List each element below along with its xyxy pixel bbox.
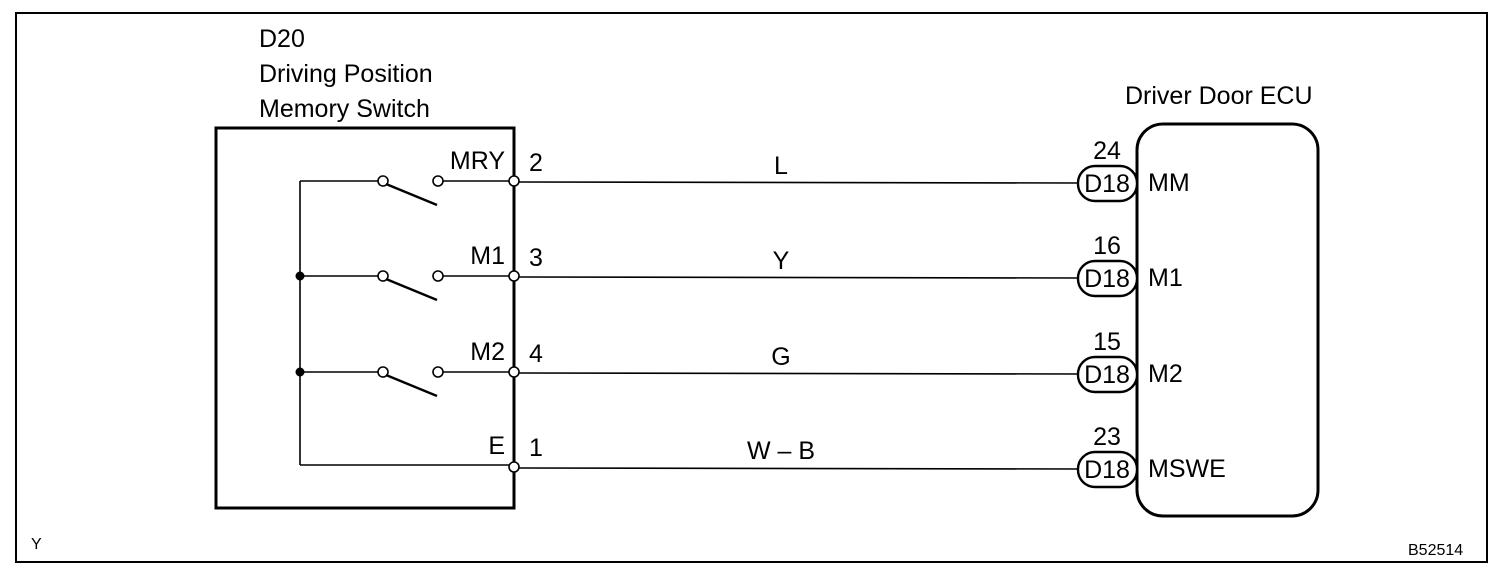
footer-left-label: Y bbox=[31, 536, 42, 553]
switch-name-line2: Memory Switch bbox=[259, 95, 430, 123]
junction-dot-m1 bbox=[295, 271, 305, 281]
ecu-pin-number-mry: 24 bbox=[1093, 137, 1121, 165]
ecu-connector-mry bbox=[1076, 164, 1139, 203]
ecu-box bbox=[1135, 122, 1320, 518]
switch-code: D20 bbox=[259, 25, 305, 53]
switch-contact-m2 bbox=[377, 366, 389, 378]
terminal-e bbox=[508, 461, 520, 473]
ecu-connector-m1 bbox=[1076, 259, 1139, 298]
ecu-name: Driver Door ECU bbox=[1125, 82, 1313, 110]
wire-color-e: W – B bbox=[747, 437, 815, 465]
ecu-terminal-label-m2: M2 bbox=[1148, 360, 1183, 388]
harness-wire-m1 bbox=[518, 276, 1081, 279]
harness-wire-mry bbox=[518, 181, 1081, 184]
ecu-connector-label-mry: D18 bbox=[1084, 170, 1130, 198]
terminal-m2 bbox=[508, 366, 520, 378]
switch-blade-m2 bbox=[385, 373, 438, 398]
harness-wire-e bbox=[518, 467, 1081, 470]
ecu-connector-e bbox=[1076, 450, 1139, 489]
ecu-pin-number-m1: 16 bbox=[1093, 232, 1121, 260]
switch-terminal-label-m1: M1 bbox=[470, 242, 505, 270]
ecu-pin-number-m2: 15 bbox=[1093, 328, 1121, 356]
ecu-connector-label-m1: D18 bbox=[1084, 265, 1130, 293]
switch-contact2-mry bbox=[432, 175, 444, 187]
memory-switch-box bbox=[214, 126, 516, 510]
figure-code: B52514 bbox=[1408, 542, 1463, 559]
terminal-mry bbox=[508, 175, 520, 187]
switch-contact-m1 bbox=[377, 270, 389, 282]
switch-pin-number-e: 1 bbox=[529, 434, 543, 462]
switch-pin-number-m2: 4 bbox=[529, 340, 543, 368]
wire-color-mry: L bbox=[774, 152, 788, 180]
switch-terminal-label-e: E bbox=[488, 432, 505, 460]
switch-pin-number-mry: 2 bbox=[529, 149, 543, 177]
ecu-terminal-label-e: MSWE bbox=[1148, 455, 1226, 483]
switch-name-line1: Driving Position bbox=[259, 60, 433, 88]
ecu-terminal-label-mry: MM bbox=[1148, 169, 1190, 197]
junction-dot-m2 bbox=[295, 367, 305, 377]
switch-blade-mry bbox=[385, 182, 438, 207]
wire-color-m1: Y bbox=[773, 247, 790, 275]
ecu-connector-m2 bbox=[1076, 355, 1139, 394]
ecu-connector-label-m2: D18 bbox=[1084, 361, 1130, 389]
terminal-m1 bbox=[508, 270, 520, 282]
switch-pin-number-m1: 3 bbox=[529, 244, 543, 272]
diagram-frame bbox=[15, 12, 1488, 563]
ecu-connector-label-e: D18 bbox=[1084, 456, 1130, 484]
switch-terminal-label-mry: MRY bbox=[450, 147, 505, 175]
switch-contact2-m1 bbox=[432, 270, 444, 282]
harness-wire-m2 bbox=[518, 372, 1081, 375]
ecu-pin-number-e: 23 bbox=[1093, 423, 1121, 451]
switch-blade-m1 bbox=[385, 277, 438, 302]
switch-terminal-label-m2: M2 bbox=[470, 338, 505, 366]
switch-contact2-m2 bbox=[432, 366, 444, 378]
wire-color-m2: G bbox=[771, 343, 790, 371]
switch-contact-mry bbox=[377, 175, 389, 187]
ecu-terminal-label-m1: M1 bbox=[1148, 264, 1183, 292]
